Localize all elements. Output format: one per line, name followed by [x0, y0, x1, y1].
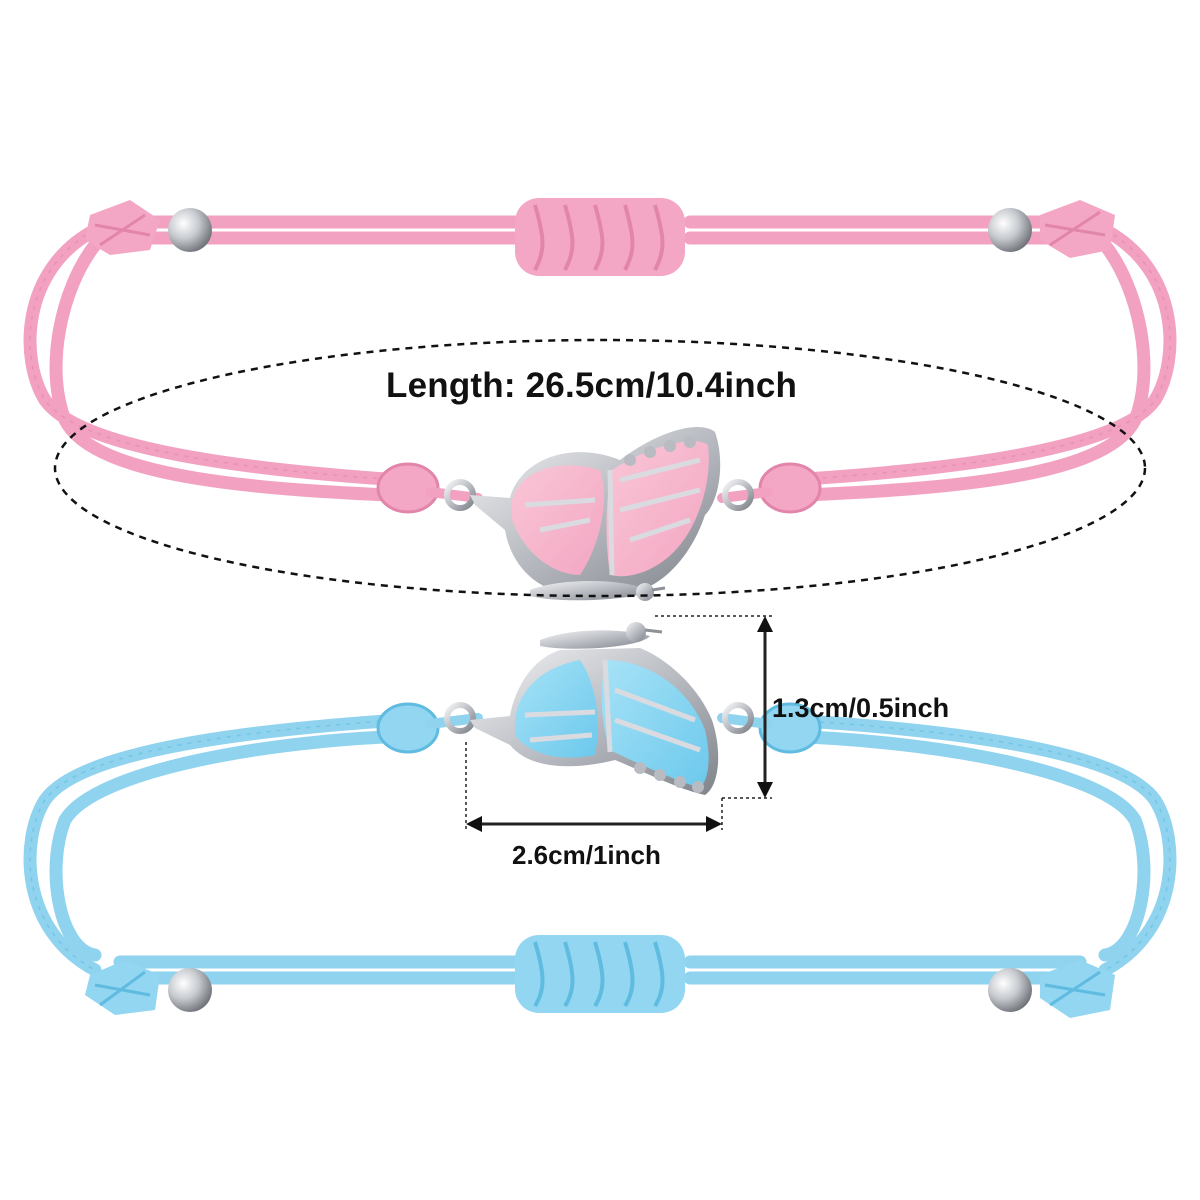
pink-cord-end-left — [85, 200, 160, 255]
length-guide-ellipse — [53, 338, 1147, 598]
blue-cord-end-left — [85, 960, 160, 1015]
blue-knot-right — [758, 702, 822, 754]
butterfly-charm-blue — [444, 622, 754, 795]
pink-bracelet — [23, 198, 1177, 601]
pink-knot-right — [758, 462, 822, 514]
blue-bead-left — [168, 968, 212, 1012]
pink-sliding-knot — [515, 198, 685, 276]
blue-bracelet — [23, 622, 1177, 1018]
blue-cord-end-right — [1040, 960, 1115, 1018]
width-guide — [465, 742, 723, 832]
height-dimension-label: 1.3cm/0.5inch — [772, 693, 950, 723]
blue-cord — [23, 713, 1177, 985]
pink-bead-right — [988, 208, 1032, 252]
pink-cord-end-right — [1040, 200, 1115, 258]
butterfly-charm-pink — [444, 427, 754, 601]
height-guide — [655, 615, 773, 799]
length-dimension-label: Length: 26.5cm/10.4inch — [386, 366, 798, 405]
pink-bead-left — [168, 208, 212, 252]
blue-bead-right — [988, 968, 1032, 1012]
width-dimension-label: 2.6cm/1inch — [512, 840, 661, 870]
blue-sliding-knot — [515, 935, 685, 1013]
